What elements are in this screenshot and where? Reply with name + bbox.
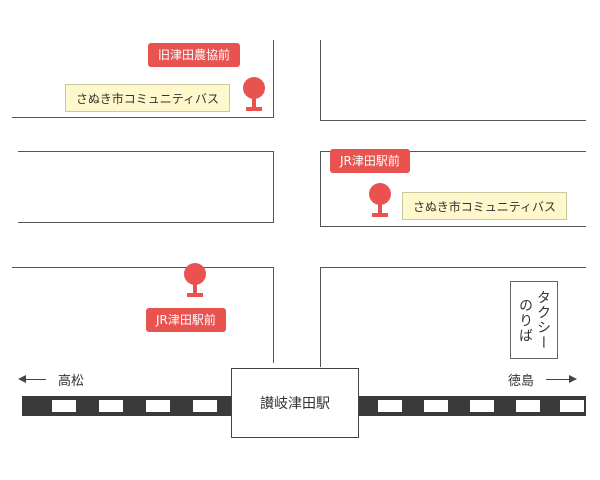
taxi-stand-sign: タクシー のりば [510, 281, 558, 359]
rail-tie [193, 400, 217, 412]
bus-stop-pin-icon-2 [369, 183, 391, 217]
rail-tie [424, 400, 448, 412]
community-bus-label-2: さぬき市コミュニティバス [402, 192, 568, 220]
bus-stop-pin-icon-1 [243, 77, 265, 111]
bus-stop-label-kyu-tsuda-nokyo: 旧津田農協前 [148, 43, 241, 67]
arrow-right-line [546, 379, 570, 380]
city-block-west-middle [18, 151, 274, 223]
rail-tie [516, 400, 540, 412]
city-block-northeast [320, 40, 586, 121]
taxi-line-2: のりば [517, 297, 533, 343]
arrow-left-icon [18, 375, 26, 383]
station-name: 讃岐津田駅 [260, 396, 330, 412]
community-bus-label-1: さぬき市コミュニティバス [65, 84, 231, 112]
rail-tie [560, 400, 584, 412]
direction-east-label: 徳島 [508, 374, 535, 389]
station-building: 讃岐津田駅 [231, 368, 359, 438]
rail-tie [99, 400, 123, 412]
city-block-southwest [12, 267, 274, 363]
bus-stop-pin-icon-3 [184, 263, 206, 297]
direction-west-label: 高松 [58, 374, 85, 389]
rail-tie [146, 400, 170, 412]
rail-tie [378, 400, 402, 412]
arrow-right-icon [569, 375, 577, 383]
rail-tie [52, 400, 76, 412]
bus-stop-label-jr-tsuda-north: JR津田駅前 [330, 149, 410, 173]
taxi-line-1: タクシー [535, 290, 551, 350]
bus-stop-label-jr-tsuda-south: JR津田駅前 [146, 308, 226, 332]
arrow-left-line [24, 379, 46, 380]
rail-tie [470, 400, 494, 412]
